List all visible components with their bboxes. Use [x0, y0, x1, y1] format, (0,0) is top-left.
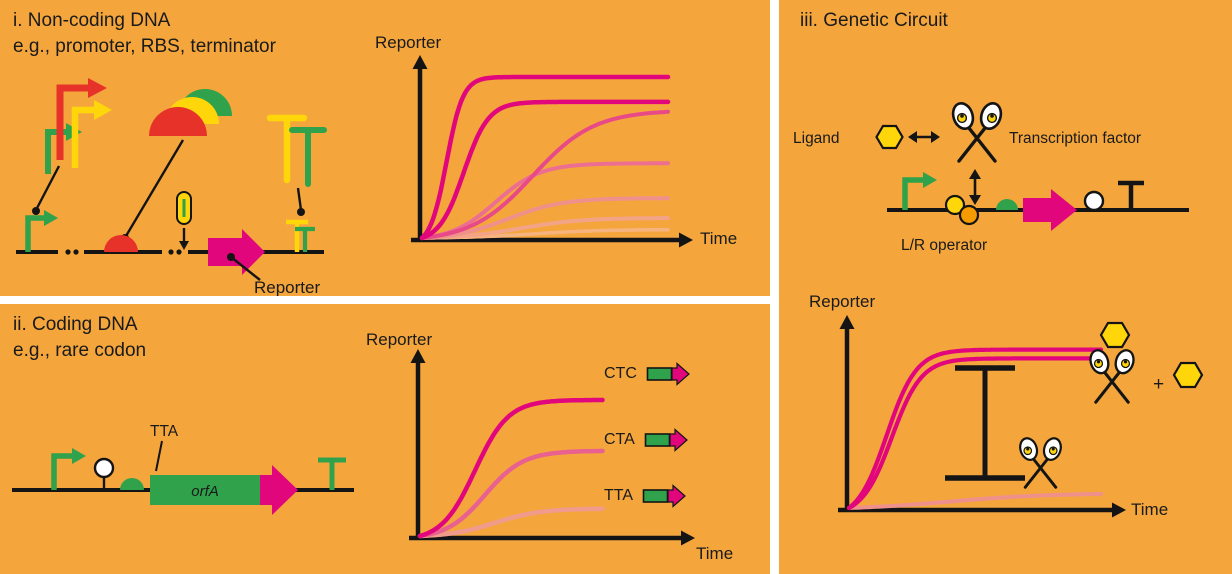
- coding-construct-illustration: TTA orfA: [12, 423, 354, 515]
- y-axis-label: Reporter: [375, 33, 442, 52]
- ligand-label: Ligand: [793, 130, 840, 147]
- orfA-gene-body: [150, 475, 260, 505]
- reporter-leader-line: [227, 253, 261, 281]
- panel-iii-heading: iii. Genetic Circuit: [800, 8, 948, 34]
- part-insert-capsule-icon: [176, 191, 192, 250]
- panel-ii-title: ii. Coding DNA: [13, 314, 138, 335]
- panel-iii-title: iii. Genetic Circuit: [800, 10, 948, 31]
- promoter-icon: [902, 172, 937, 210]
- circuit-annotations: +: [945, 321, 1204, 489]
- promoter-icon: [51, 448, 86, 490]
- curve-label-tta: TTA: [604, 484, 688, 508]
- gene-reporter-icon: [644, 428, 688, 452]
- operator-sites-icon: [944, 194, 980, 226]
- circuit-illustration: Ligand Transcription factor: [793, 101, 1189, 254]
- tf-dna-double-arrow-icon: [969, 169, 981, 205]
- ribosome-site-icon: [1083, 190, 1105, 212]
- panel-i-title: i. Non-coding DNA: [13, 10, 171, 31]
- tf-label: Transcription factor: [1009, 130, 1141, 147]
- panel-coding-dna: ii. Coding DNA e.g., rare codon TTA orfA: [0, 304, 770, 574]
- coding-reporter-chart: Reporter CTC CTA TTA Time: [352, 322, 752, 572]
- curve-name: CTC: [604, 365, 637, 382]
- circuit-reporter-plot: [838, 315, 1126, 518]
- binding-double-arrow-icon: [908, 131, 940, 143]
- circuit-reporter-chart: + Reporter Time: [797, 278, 1229, 568]
- transcription-factor-icon: [951, 101, 1003, 163]
- rbs-leader-line: [121, 139, 185, 242]
- terminator-icon: [1118, 180, 1144, 210]
- x-axis-label: Time: [696, 544, 734, 563]
- transcription-factor-icon: [1089, 349, 1135, 404]
- gene-reporter-icon: [642, 484, 686, 508]
- rbs-icons-cluster: [149, 89, 232, 136]
- terminator-icons-cluster: [266, 114, 327, 187]
- terminator-icon: [318, 457, 346, 490]
- reporter-gene-arrow: [1023, 189, 1077, 231]
- coding-reporter-plot: [409, 349, 695, 546]
- panel-genetic-circuit: iii. Genetic Circuit Ligand Transcriptio…: [779, 0, 1232, 574]
- y-axis-label: Reporter: [809, 292, 876, 311]
- noncoding-reporter-chart: Reporter Time: [352, 22, 752, 274]
- gene-name-label: orfA: [191, 483, 219, 500]
- reporter-callout-label: Reporter: [254, 278, 320, 296]
- rbs-icon: [996, 199, 1018, 210]
- ligand-hexagon-icon: [875, 124, 904, 150]
- reporter-gene-arrow: [208, 229, 265, 275]
- noncoding-parts-illustration: Reporter: [16, 78, 327, 296]
- dna-line-dots: [65, 249, 182, 255]
- panel-ii-subtitle: e.g., rare codon: [13, 340, 147, 361]
- promoter-leader-line: [32, 165, 61, 215]
- promoter-on-dna-icon: [25, 210, 58, 252]
- rbs-on-dna-icon: [104, 235, 138, 252]
- y-axis-label: Reporter: [366, 330, 433, 349]
- panel-i-subtitle: e.g., promoter, RBS, terminator: [13, 36, 276, 57]
- rbs-icon: [120, 478, 144, 490]
- x-axis-label: Time: [700, 229, 738, 248]
- ribosome-site-icon: [93, 457, 115, 490]
- panel-ii-heading: ii. Coding DNA e.g., rare codon: [13, 312, 146, 364]
- promoter-icons-cluster: [45, 78, 112, 174]
- curve-label-ctc: CTC: [604, 362, 692, 386]
- x-axis-label: Time: [1131, 500, 1169, 519]
- terminator-on-dna-icon: [286, 219, 315, 252]
- terminator-leader-line: [296, 187, 305, 216]
- repression-bar-icon: [945, 365, 1025, 481]
- gene-reporter-icon: [646, 362, 690, 386]
- curve-label-cta: CTA: [604, 428, 690, 452]
- reporter-gene-arrow: [260, 465, 298, 515]
- panel-i-heading: i. Non-coding DNA e.g., promoter, RBS, t…: [13, 8, 276, 60]
- noncoding-reporter-plot: [411, 55, 693, 248]
- curve-name: TTA: [604, 487, 634, 504]
- codon-tick: [155, 440, 163, 472]
- rare-codon-label: TTA: [150, 423, 179, 440]
- ligand-hexagon-icon: [1099, 321, 1131, 349]
- panel-noncoding-dna: i. Non-coding DNA e.g., promoter, RBS, t…: [0, 0, 770, 296]
- operator-label: L/R operator: [901, 237, 987, 254]
- transcription-factor-icon: [1019, 437, 1062, 489]
- ligand-hexagon-icon: [1172, 361, 1204, 389]
- plus-sign: +: [1153, 374, 1164, 395]
- curve-name: CTA: [604, 431, 635, 448]
